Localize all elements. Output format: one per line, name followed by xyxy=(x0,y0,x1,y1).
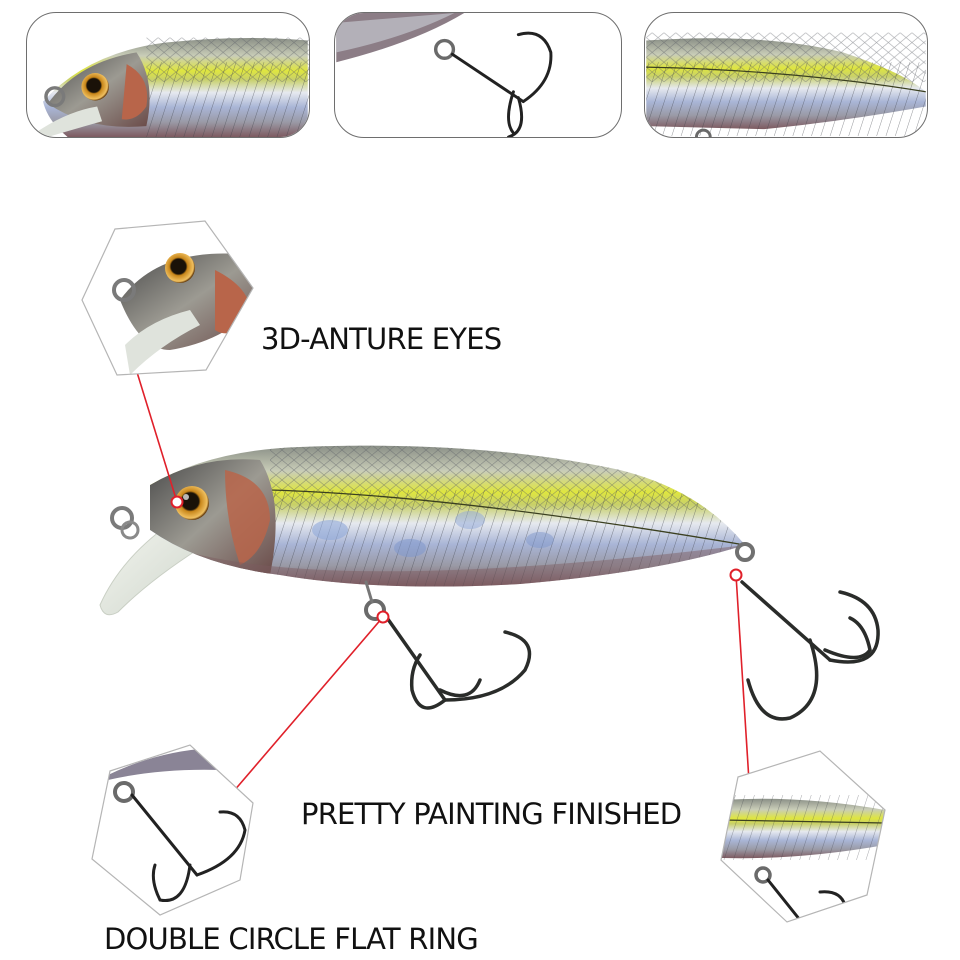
belly-treble-hook xyxy=(364,580,532,710)
hexagon-ring-detail xyxy=(91,744,254,916)
feature-label-eyes: 3D-ANTURE EYES xyxy=(261,322,502,356)
callout-tail xyxy=(735,574,751,798)
hexagon-paint-detail xyxy=(720,750,886,923)
hook-closeup-image xyxy=(336,13,553,137)
body-closeup-image xyxy=(646,32,926,137)
lure-lip xyxy=(99,524,201,616)
lure-eye xyxy=(175,486,209,520)
callout-eye xyxy=(131,355,178,503)
panel-body-closeup xyxy=(644,12,928,138)
hexagon-eye-detail xyxy=(81,220,254,376)
main-lure xyxy=(99,445,880,721)
panel-hook-closeup xyxy=(334,12,622,138)
head-closeup-image xyxy=(38,37,309,137)
tail-treble-hook xyxy=(740,580,880,721)
panel-head-closeup xyxy=(26,12,310,138)
callout-ring xyxy=(226,616,384,800)
feature-label-painting: PRETTY PAINTING FINISHED xyxy=(301,797,682,831)
feature-label-ring: DOUBLE CIRCLE FLAT RING xyxy=(104,922,479,956)
